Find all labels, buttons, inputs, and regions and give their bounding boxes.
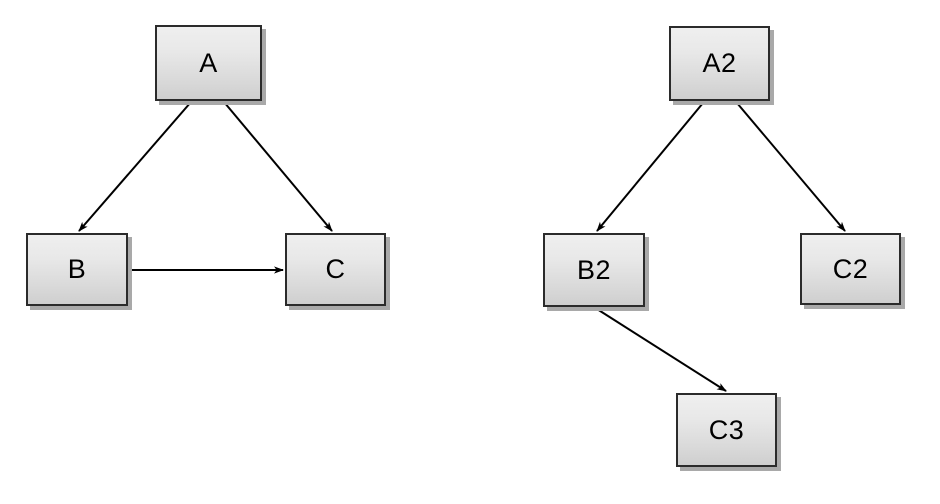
- node-label: C2: [832, 253, 869, 284]
- edge-a-to-b[interactable]: [78, 101, 192, 232]
- node-c[interactable]: C: [285, 233, 386, 306]
- node-a[interactable]: A: [155, 25, 262, 101]
- node-label: A2: [702, 48, 737, 78]
- node-label: B: [67, 254, 87, 284]
- node-c3[interactable]: C3: [676, 393, 777, 467]
- node-label: C3: [708, 414, 745, 445]
- edge-a-to-c[interactable]: [223, 101, 333, 232]
- edge-b2-to-c3[interactable]: [596, 308, 727, 392]
- node-b2[interactable]: B2: [543, 233, 645, 307]
- edge-a2-to-b2[interactable]: [596, 102, 704, 232]
- node-label: B2: [576, 254, 612, 285]
- node-a2[interactable]: A2: [669, 26, 770, 101]
- node-c2[interactable]: C2: [800, 233, 901, 305]
- node-label: C: [325, 254, 346, 284]
- edge-a2-to-c2[interactable]: [736, 102, 846, 232]
- edges-group: [78, 101, 846, 392]
- node-b[interactable]: B: [26, 233, 128, 306]
- node-label: A: [199, 47, 218, 78]
